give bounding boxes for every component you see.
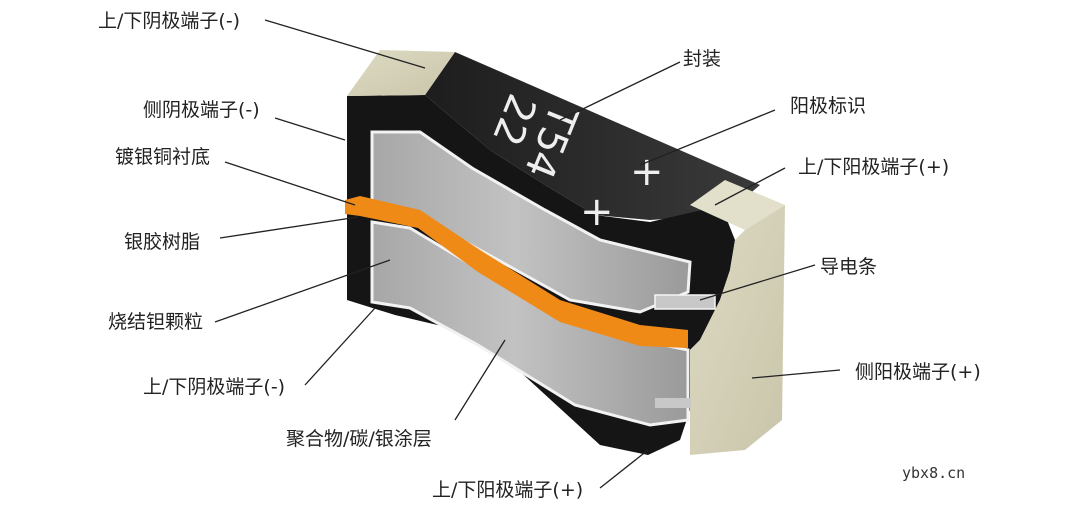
anode-mark-plus-lower: + xyxy=(580,189,614,235)
label-silver-copper-substrate: 镀银铜衬底 xyxy=(115,146,210,168)
label-sintered-tantalum: 烧结钽颗粒 xyxy=(108,311,203,333)
watermark: ybx8.cn xyxy=(902,464,965,482)
label-package: 封装 xyxy=(683,48,721,70)
package-top-face xyxy=(425,52,760,220)
label-side-cathode-terminal: 侧阴极端子(-) xyxy=(143,99,260,121)
silver-plated-copper-strip xyxy=(345,196,688,348)
leader-lines xyxy=(214,19,841,489)
label-bottom-anode-terminal: 上/下阳极端子(+) xyxy=(432,479,583,501)
label-bottom-cathode-terminal: 上/下阴极端子(-) xyxy=(143,376,285,398)
label-lead-strip: 导电条 xyxy=(820,256,877,278)
callout-labels: 上/下阴极端子(-) 侧阴极端子(-) 镀银铜衬底 银胶树脂 烧结钽颗粒 上/下… xyxy=(98,10,981,501)
label-silver-epoxy: 银胶树脂 xyxy=(124,231,200,253)
anode-lead-wire xyxy=(654,294,716,310)
lower-anode-step xyxy=(655,398,691,408)
capacitor-body: T54 22 + + xyxy=(345,50,785,455)
anode-terminal-top-cap xyxy=(690,180,785,230)
label-top-anode-terminal: 上/下阳极端子(+) xyxy=(798,156,949,178)
anode-terminal-side-block xyxy=(690,205,785,455)
label-top-cathode-terminal: 上/下阴极端子(-) xyxy=(98,10,240,32)
cathode-terminal-top-cap xyxy=(347,50,455,96)
anode-mark-plus-upper: + xyxy=(630,149,664,195)
label-anode-mark: 阳极标识 xyxy=(790,95,866,117)
label-side-anode-terminal: 侧阳极端子(+) xyxy=(855,361,981,383)
label-polymer-coating: 聚合物/碳/银涂层 xyxy=(286,428,432,450)
